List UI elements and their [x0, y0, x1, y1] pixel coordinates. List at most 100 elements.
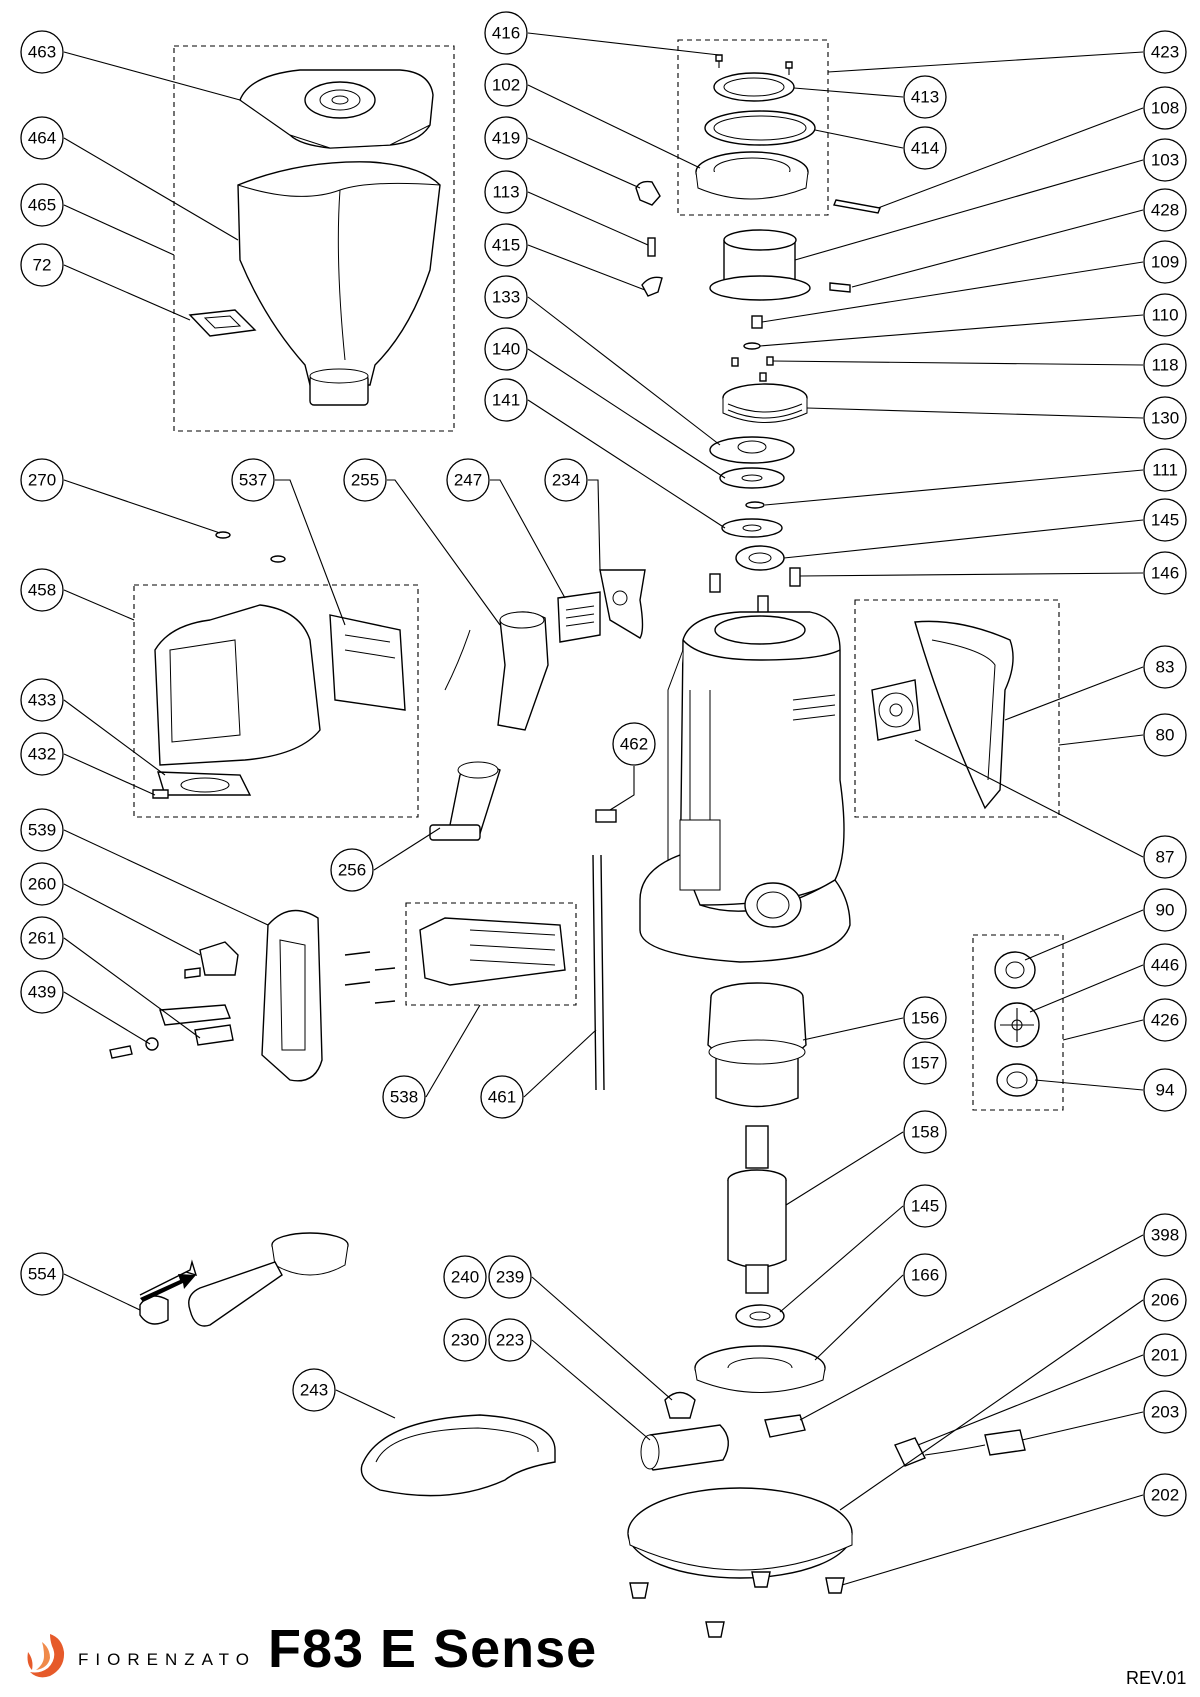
burr-carrier-group-box — [677, 39, 829, 216]
callout-462: 462 — [612, 722, 656, 766]
callout-398: 398 — [1143, 1213, 1187, 1257]
callout-415: 415 — [484, 223, 528, 267]
callout-426: 426 — [1143, 998, 1187, 1042]
callout-158: 158 — [903, 1110, 947, 1154]
callout-number: 414 — [911, 139, 939, 158]
hopper — [237, 161, 441, 406]
fan-parts — [871, 620, 1014, 810]
callout-419: 419 — [484, 116, 528, 160]
callout-number: 130 — [1151, 409, 1179, 428]
callout-number: 432 — [28, 745, 56, 764]
callout-number: 270 — [28, 471, 56, 490]
callout-247: 247 — [446, 458, 490, 502]
callout-118: 118 — [1143, 343, 1187, 387]
leader-lines — [63, 32, 1144, 1586]
callout-94: 94 — [1143, 1068, 1187, 1112]
callout-number: 156 — [911, 1009, 939, 1028]
callout-203: 203 — [1143, 1390, 1187, 1434]
chute-parts — [429, 569, 646, 841]
callout-446: 446 — [1143, 943, 1187, 987]
callout-number: 239 — [496, 1268, 524, 1287]
callout-number: 158 — [911, 1123, 939, 1142]
callout-number: 80 — [1156, 726, 1175, 745]
callout-number: 461 — [488, 1088, 516, 1107]
callout-239: 239 — [488, 1255, 532, 1299]
callout-number: 255 — [351, 471, 379, 490]
callout-465: 465 — [20, 183, 64, 227]
callout-number: 458 — [28, 581, 56, 600]
sensor-board-group-box — [405, 902, 577, 1006]
callout-108: 108 — [1143, 86, 1187, 130]
callout-number: 465 — [28, 196, 56, 215]
callout-number: 428 — [1151, 201, 1179, 220]
callout-156: 156 — [903, 996, 947, 1040]
callout-number: 423 — [1151, 43, 1179, 62]
callout-number: 203 — [1151, 1403, 1179, 1422]
callout-130: 130 — [1143, 396, 1187, 440]
callout-number: 439 — [28, 983, 56, 1002]
callout-432: 432 — [20, 732, 64, 776]
callout-number: 146 — [1151, 564, 1179, 583]
callout-number: 416 — [492, 24, 520, 43]
callout-166: 166 — [903, 1253, 947, 1297]
callout-439: 439 — [20, 970, 64, 1014]
callout-number: 419 — [492, 129, 520, 148]
callout-number: 464 — [28, 129, 56, 148]
callout-428: 428 — [1143, 188, 1187, 232]
callout-number: 413 — [911, 88, 939, 107]
callout-number: 140 — [492, 340, 520, 359]
callout-109: 109 — [1143, 240, 1187, 284]
callout-number: 398 — [1151, 1226, 1179, 1245]
callout-141: 141 — [484, 378, 528, 422]
callout-111: 111 — [1143, 448, 1187, 492]
callout-270: 270 — [20, 458, 64, 502]
hopper-group-box — [173, 45, 455, 432]
callout-number: 111 — [1152, 461, 1178, 480]
callout-number: 110 — [1151, 306, 1178, 325]
callout-463: 463 — [20, 30, 64, 74]
callout-number: 90 — [1156, 901, 1175, 920]
grinder-body — [639, 611, 851, 963]
callout-423: 423 — [1143, 30, 1187, 74]
callout-554: 554 — [20, 1252, 64, 1296]
callout-number: 462 — [620, 735, 648, 754]
callout-145: 145 — [903, 1184, 947, 1228]
callout-number: 166 — [911, 1266, 939, 1285]
hopper-lid — [239, 69, 434, 149]
callout-146: 146 — [1143, 551, 1187, 595]
callout-number: 554 — [28, 1265, 56, 1284]
callout-202: 202 — [1143, 1473, 1187, 1517]
callout-number: 118 — [1151, 356, 1178, 375]
callout-416: 416 — [484, 11, 528, 55]
callout-414: 414 — [903, 126, 947, 170]
callout-223: 223 — [488, 1318, 532, 1362]
burr-carrier-parts — [635, 54, 881, 615]
revision-label: REV.01 — [1126, 1668, 1187, 1688]
callout-number: 141 — [492, 391, 520, 410]
callout-number: 426 — [1151, 1011, 1179, 1030]
callout-255: 255 — [343, 458, 387, 502]
callout-145: 145 — [1143, 498, 1187, 542]
callout-number: 538 — [390, 1088, 418, 1107]
callout-number: 113 — [492, 183, 519, 202]
display-parts — [152, 531, 406, 799]
motor-parts — [694, 982, 826, 1393]
callout-number: 109 — [1151, 253, 1179, 272]
insert-arrow-icon — [140, 1274, 196, 1302]
fan-cover-group-box — [854, 599, 1060, 818]
portafilter-parts — [139, 1232, 349, 1327]
side-cover-parts — [109, 909, 323, 1082]
sensor-board-parts — [344, 809, 617, 1091]
fiorenzato-logo-icon — [27, 1634, 65, 1678]
callout-number: 108 — [1151, 99, 1179, 118]
callout-number: 145 — [911, 1197, 939, 1216]
callout-72: 72 — [20, 243, 64, 287]
callout-433: 433 — [20, 678, 64, 722]
callout-140: 140 — [484, 327, 528, 371]
callout-157: 157 — [903, 1041, 947, 1085]
callout-number: 247 — [454, 471, 482, 490]
callout-537: 537 — [231, 458, 275, 502]
callout-number: 157 — [911, 1054, 939, 1073]
callout-number: 102 — [492, 76, 520, 95]
